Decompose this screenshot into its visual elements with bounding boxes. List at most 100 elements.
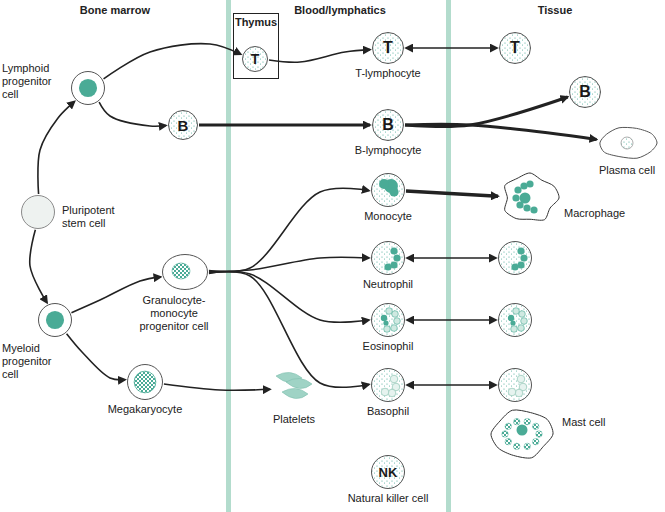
cell-part (79, 79, 97, 97)
neutrophil: Neutrophil (371, 241, 405, 275)
lineage-arrow (67, 334, 126, 380)
cell-label: Basophil (343, 405, 433, 418)
cell-part (515, 389, 523, 397)
lineage-arrow (407, 384, 496, 386)
cell-outline (491, 410, 553, 458)
cell-part (394, 318, 401, 325)
lymphoid-progenitor: Lymphoid progenitor cell (71, 71, 105, 105)
thymus-box: T Thymus (233, 13, 279, 79)
cell-part (511, 263, 518, 270)
cell-part (390, 375, 398, 383)
cell-part (519, 311, 526, 318)
cell-drawing (498, 368, 532, 402)
lineage-arrow (104, 44, 241, 79)
cell-drawing (71, 71, 105, 105)
cell-part (384, 263, 391, 270)
platelets: Platelets (272, 368, 316, 410)
cell-label: Macrophage (564, 207, 654, 220)
cell-part (372, 456, 405, 489)
b-cell-tissue: B (569, 76, 601, 108)
cell-part (513, 308, 520, 315)
cell-label: Lymphoid progenitor cell (2, 62, 64, 101)
myeloid-progenitor: Myeloid progenitor cell (38, 303, 72, 337)
cell-label: Plasma cell (592, 164, 662, 177)
cell-part (517, 375, 525, 383)
cell-letter: T (251, 52, 260, 66)
t-lymphocyte: TT-lymphocyte (372, 32, 404, 64)
cell-part (570, 77, 601, 108)
lineage-arrow (99, 102, 166, 126)
cell-label: B-lymphocyte (343, 144, 433, 157)
cell-drawing (598, 126, 658, 160)
cell-letter: B (579, 84, 591, 100)
cell-part (533, 423, 539, 429)
cell-label: Monocyte (343, 210, 433, 223)
cell-part (373, 33, 404, 64)
cell-part (243, 47, 268, 72)
neutrophil-tissue (498, 241, 532, 275)
cell-part (390, 247, 397, 254)
cell-part (391, 325, 398, 332)
nk-cell: NKNatural killer cell (371, 455, 405, 489)
platelet-shape (286, 378, 312, 388)
cell-drawing (127, 364, 163, 400)
cell-label: Mast cell (562, 416, 642, 429)
cell-part (505, 423, 511, 429)
gm-progenitor: Granulocyte-monocyte progenitor cell (162, 254, 208, 290)
lineage-arrow (199, 124, 370, 127)
mast-cell: Mast cell (490, 408, 554, 460)
column-heading: Tissue (500, 4, 610, 17)
lineage-arrow (407, 319, 496, 321)
monocyte: Monocyte (371, 173, 405, 207)
cell-part (372, 242, 405, 275)
cell-part (379, 179, 389, 189)
cell-part (530, 206, 537, 213)
lineage-arrow (30, 230, 47, 303)
cell-part (524, 443, 530, 449)
cell-part (533, 438, 539, 444)
cell-part (520, 193, 531, 204)
lineage-arrow (209, 257, 369, 271)
cell-part (392, 311, 399, 318)
column-heading: Bone marrow (60, 4, 170, 17)
cell-letter: NK (379, 466, 398, 479)
cell-part (536, 431, 542, 437)
cell-part (526, 180, 533, 187)
macrophage: Macrophage (500, 172, 560, 224)
cell-drawing (490, 408, 554, 460)
cell-label: Platelets (262, 413, 326, 426)
cell-part (388, 389, 396, 397)
cell-part (381, 388, 389, 396)
cell-drawing (498, 303, 532, 337)
cell-part (499, 242, 532, 275)
lineage-arrow (209, 188, 369, 272)
cell-part (128, 365, 163, 400)
cell-letter: T (383, 40, 393, 56)
cell-letter: B (178, 118, 189, 133)
cell-drawing (371, 303, 405, 337)
cell-letter: T (510, 40, 520, 56)
cell-drawing (272, 368, 316, 410)
cell-part (499, 304, 532, 337)
cell-label: Thymus (233, 16, 279, 29)
cell-drawing (38, 303, 72, 337)
cell-part (524, 418, 530, 424)
eosinophil-tissue (498, 303, 532, 337)
band-left (226, 0, 231, 512)
cell-drawing (498, 241, 532, 275)
cell-part (518, 325, 525, 332)
cell-drawing (162, 254, 208, 290)
t-cell: T (242, 46, 268, 72)
cell-part (511, 326, 518, 333)
cell-label: Pluripotent stem cell (62, 204, 132, 230)
lineage-arrow (406, 47, 497, 49)
cell-part (500, 33, 531, 64)
cell-part (372, 304, 405, 337)
cell-part (386, 308, 393, 315)
cell-part (72, 72, 105, 105)
cell-label: Eosinophil (343, 340, 433, 353)
cell-part (134, 371, 156, 393)
b-cell-marrow: B (168, 110, 198, 140)
cell-part (521, 318, 528, 325)
